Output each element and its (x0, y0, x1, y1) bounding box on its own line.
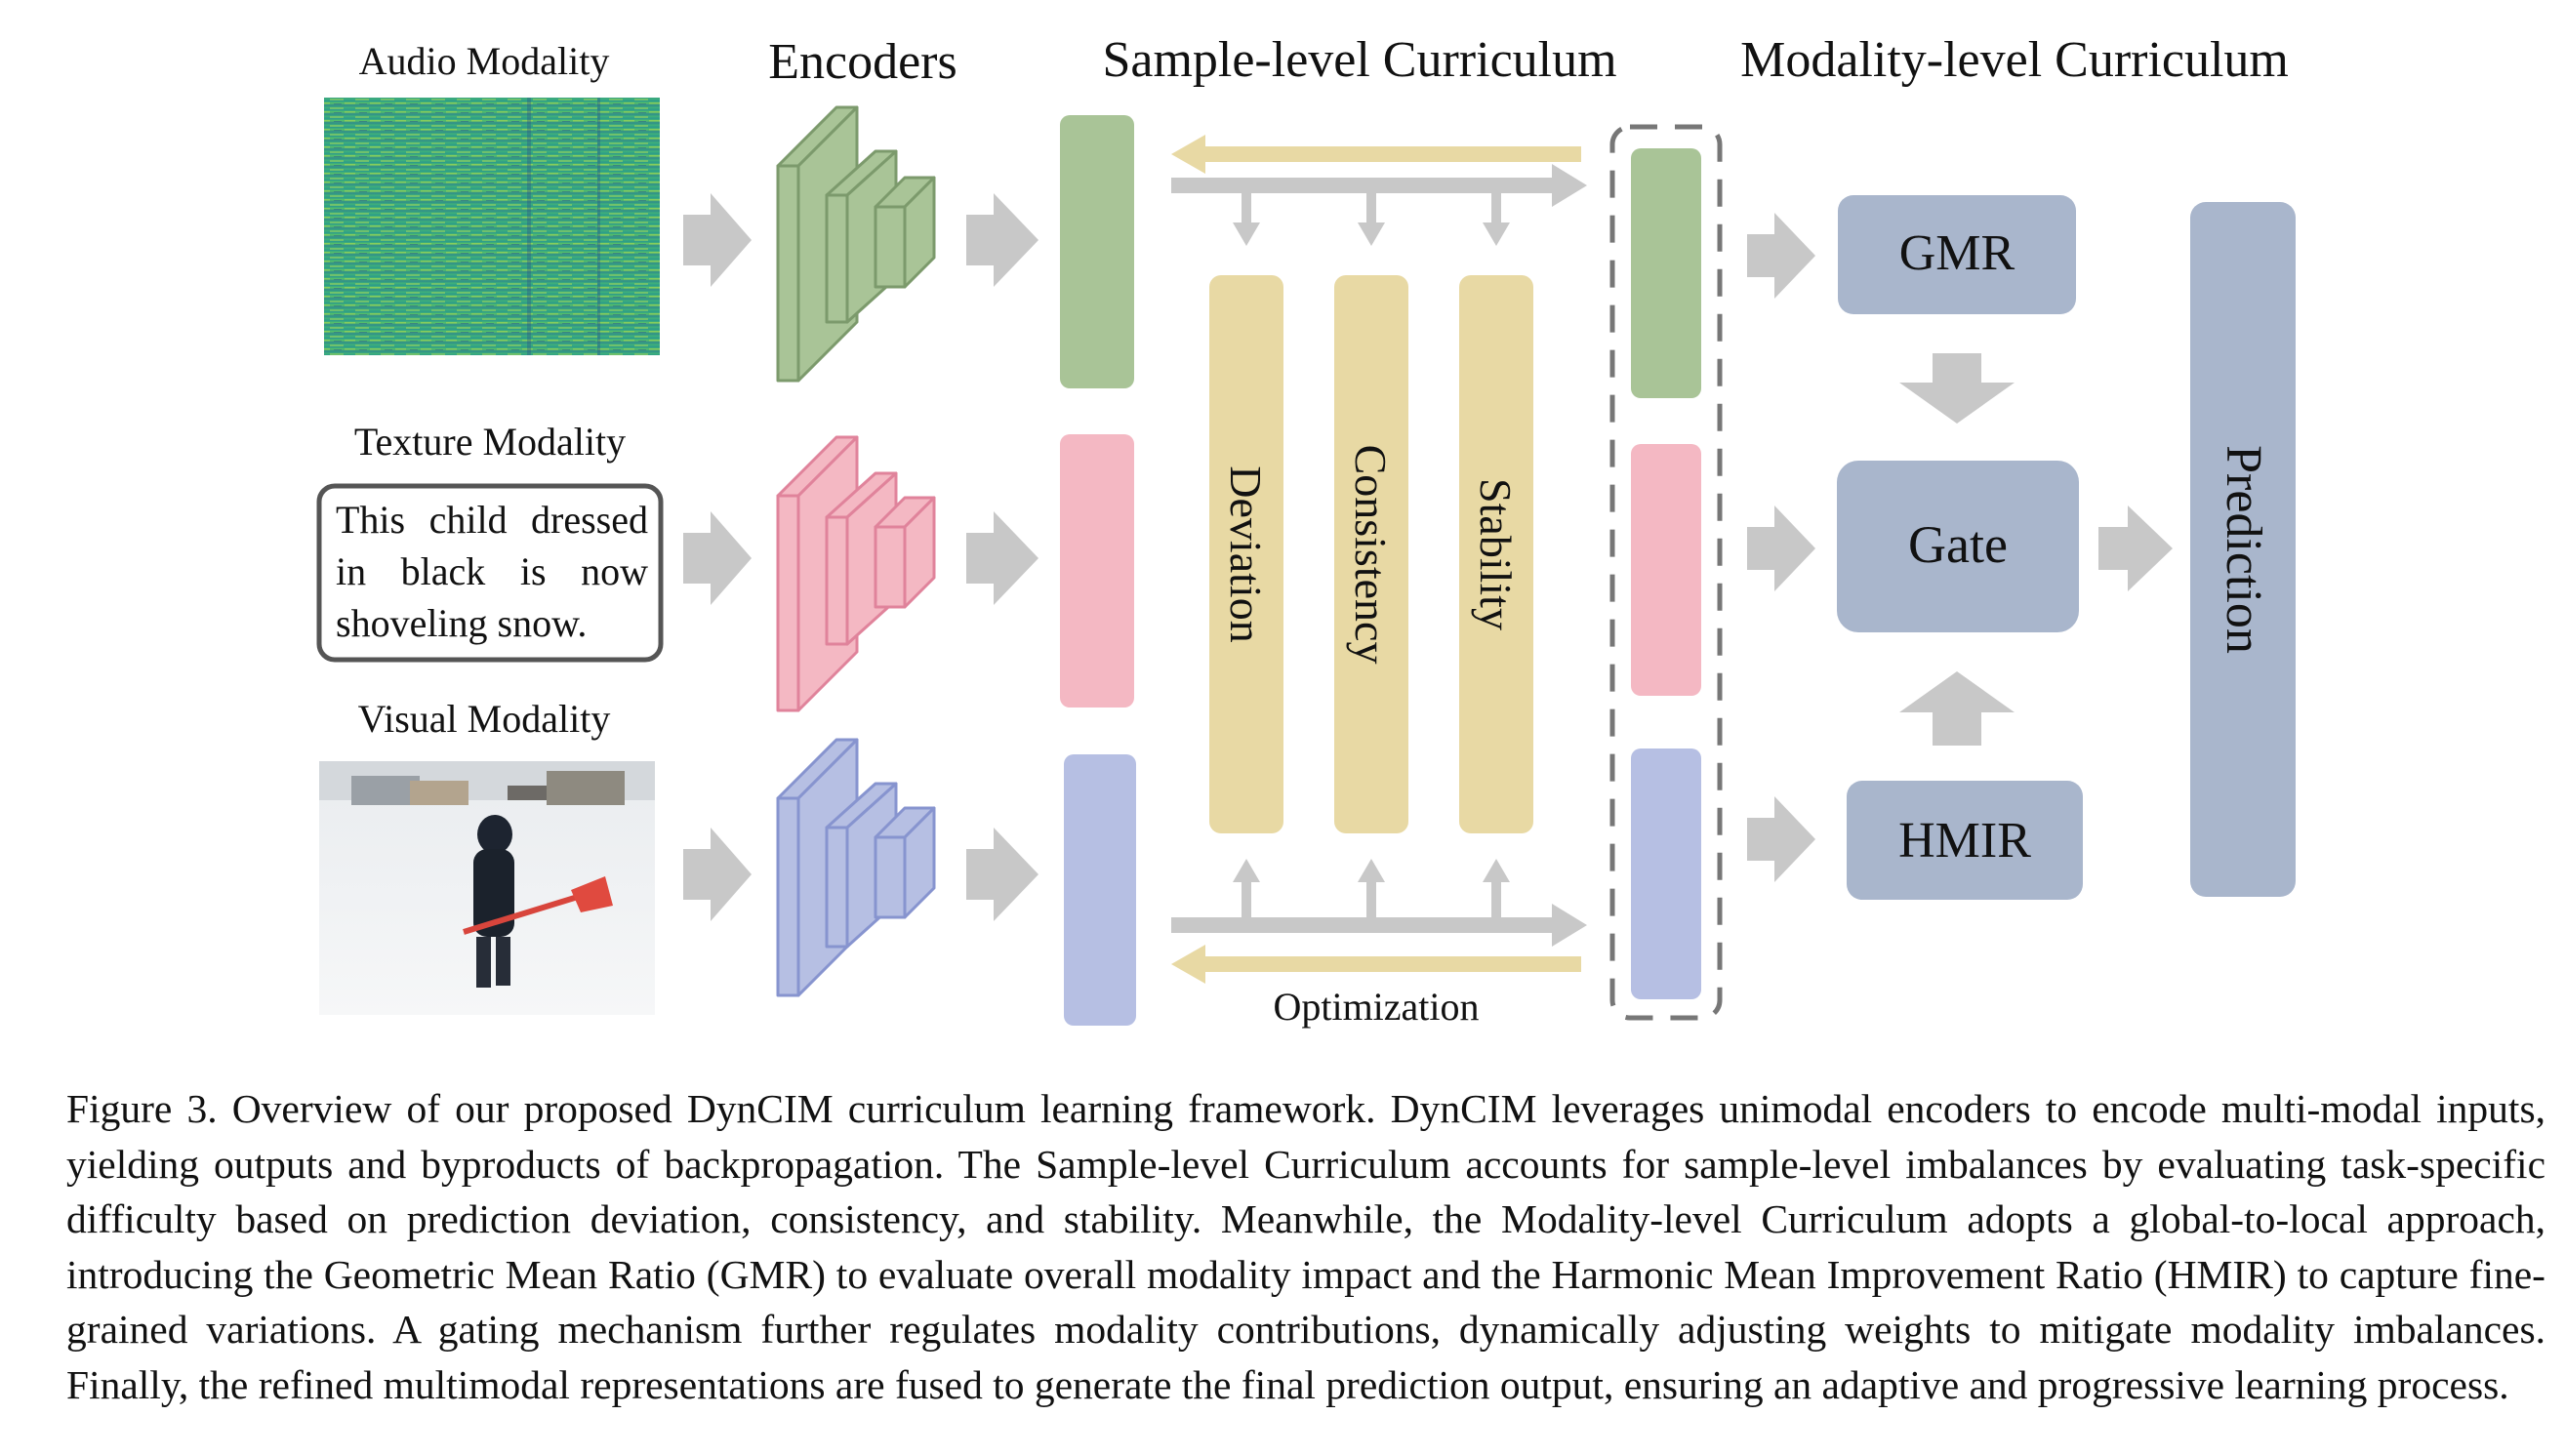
top-forward-arrow (1171, 164, 1587, 207)
visual-input-arrow (683, 828, 752, 921)
gmr-to-gate-arrow (1899, 353, 2015, 424)
hmir-label: HMIR (1898, 813, 2031, 869)
audio-feature (1060, 115, 1134, 388)
hmir-block (1847, 781, 2083, 900)
up-arrow-stability (1483, 859, 1510, 917)
gmr-block (1838, 195, 2076, 314)
hmir-input-arrow (1747, 796, 1815, 882)
gate-block (1837, 461, 2079, 632)
consistency-block (1334, 275, 1408, 833)
bottom-forward-arrow (1171, 904, 1587, 947)
text-input-box (316, 483, 664, 663)
top-feedback-arrow (1171, 135, 1581, 174)
deviation-block (1209, 275, 1283, 833)
audio-modality-label: Audio Modality (359, 39, 610, 83)
sample-curriculum-header: Sample-level Curriculum (1102, 32, 1616, 88)
audio-input-arrow (683, 193, 752, 287)
text-encoder (776, 435, 936, 712)
down-arrow-stability (1483, 193, 1510, 246)
visual-modality-label: Visual Modality (358, 697, 611, 741)
encoders-header: Encoders (768, 34, 957, 90)
visual-weighted-feature (1631, 748, 1701, 999)
bottom-feedback-arrow (1171, 945, 1581, 984)
hmir-to-gate-arrow (1899, 671, 2015, 746)
gmr-label: GMR (1899, 225, 2015, 281)
audio-encoder (776, 105, 936, 383)
modality-curriculum-header: Modality-level Curriculum (1740, 32, 2289, 88)
consistency-label: Consistency (1346, 445, 1396, 665)
visual-feature-arrow (966, 828, 1038, 921)
optimization-label: Optimization (1273, 985, 1479, 1029)
text-feature (1060, 434, 1134, 708)
stability-block (1459, 275, 1533, 833)
deviation-label: Deviation (1221, 465, 1271, 642)
framework-diagram: Audio Modality Encoders Sample-level Cur… (316, 32, 2296, 1029)
audio-feature-arrow (966, 193, 1038, 287)
down-arrow-deviation (1233, 193, 1260, 246)
gate-label: Gate (1908, 515, 2008, 574)
snow-photo (319, 761, 655, 1015)
visual-feature (1064, 754, 1136, 1026)
figure-caption: Figure 3. Overview of our proposed DynCI… (66, 1086, 2545, 1407)
up-arrow-consistency (1358, 859, 1385, 917)
up-arrow-deviation (1233, 859, 1260, 917)
stability-label: Stability (1471, 478, 1521, 630)
audio-weighted-feature (1631, 148, 1701, 398)
text-weighted-feature (1631, 444, 1701, 696)
text-input-arrow (683, 511, 752, 605)
gmr-input-arrow (1747, 213, 1815, 299)
prediction-label: Prediction (2216, 445, 2271, 654)
visual-encoder (776, 738, 936, 997)
gate-input-arrow (1747, 506, 1815, 591)
audio-spectrogram (324, 98, 660, 355)
down-arrow-consistency (1358, 193, 1385, 246)
text-feature-arrow (966, 511, 1038, 605)
gate-output-arrow (2098, 506, 2173, 591)
text-input-content: This child dressed in black is now shove… (336, 498, 648, 645)
texture-modality-label: Texture Modality (354, 420, 626, 464)
prediction-block (2190, 202, 2296, 897)
